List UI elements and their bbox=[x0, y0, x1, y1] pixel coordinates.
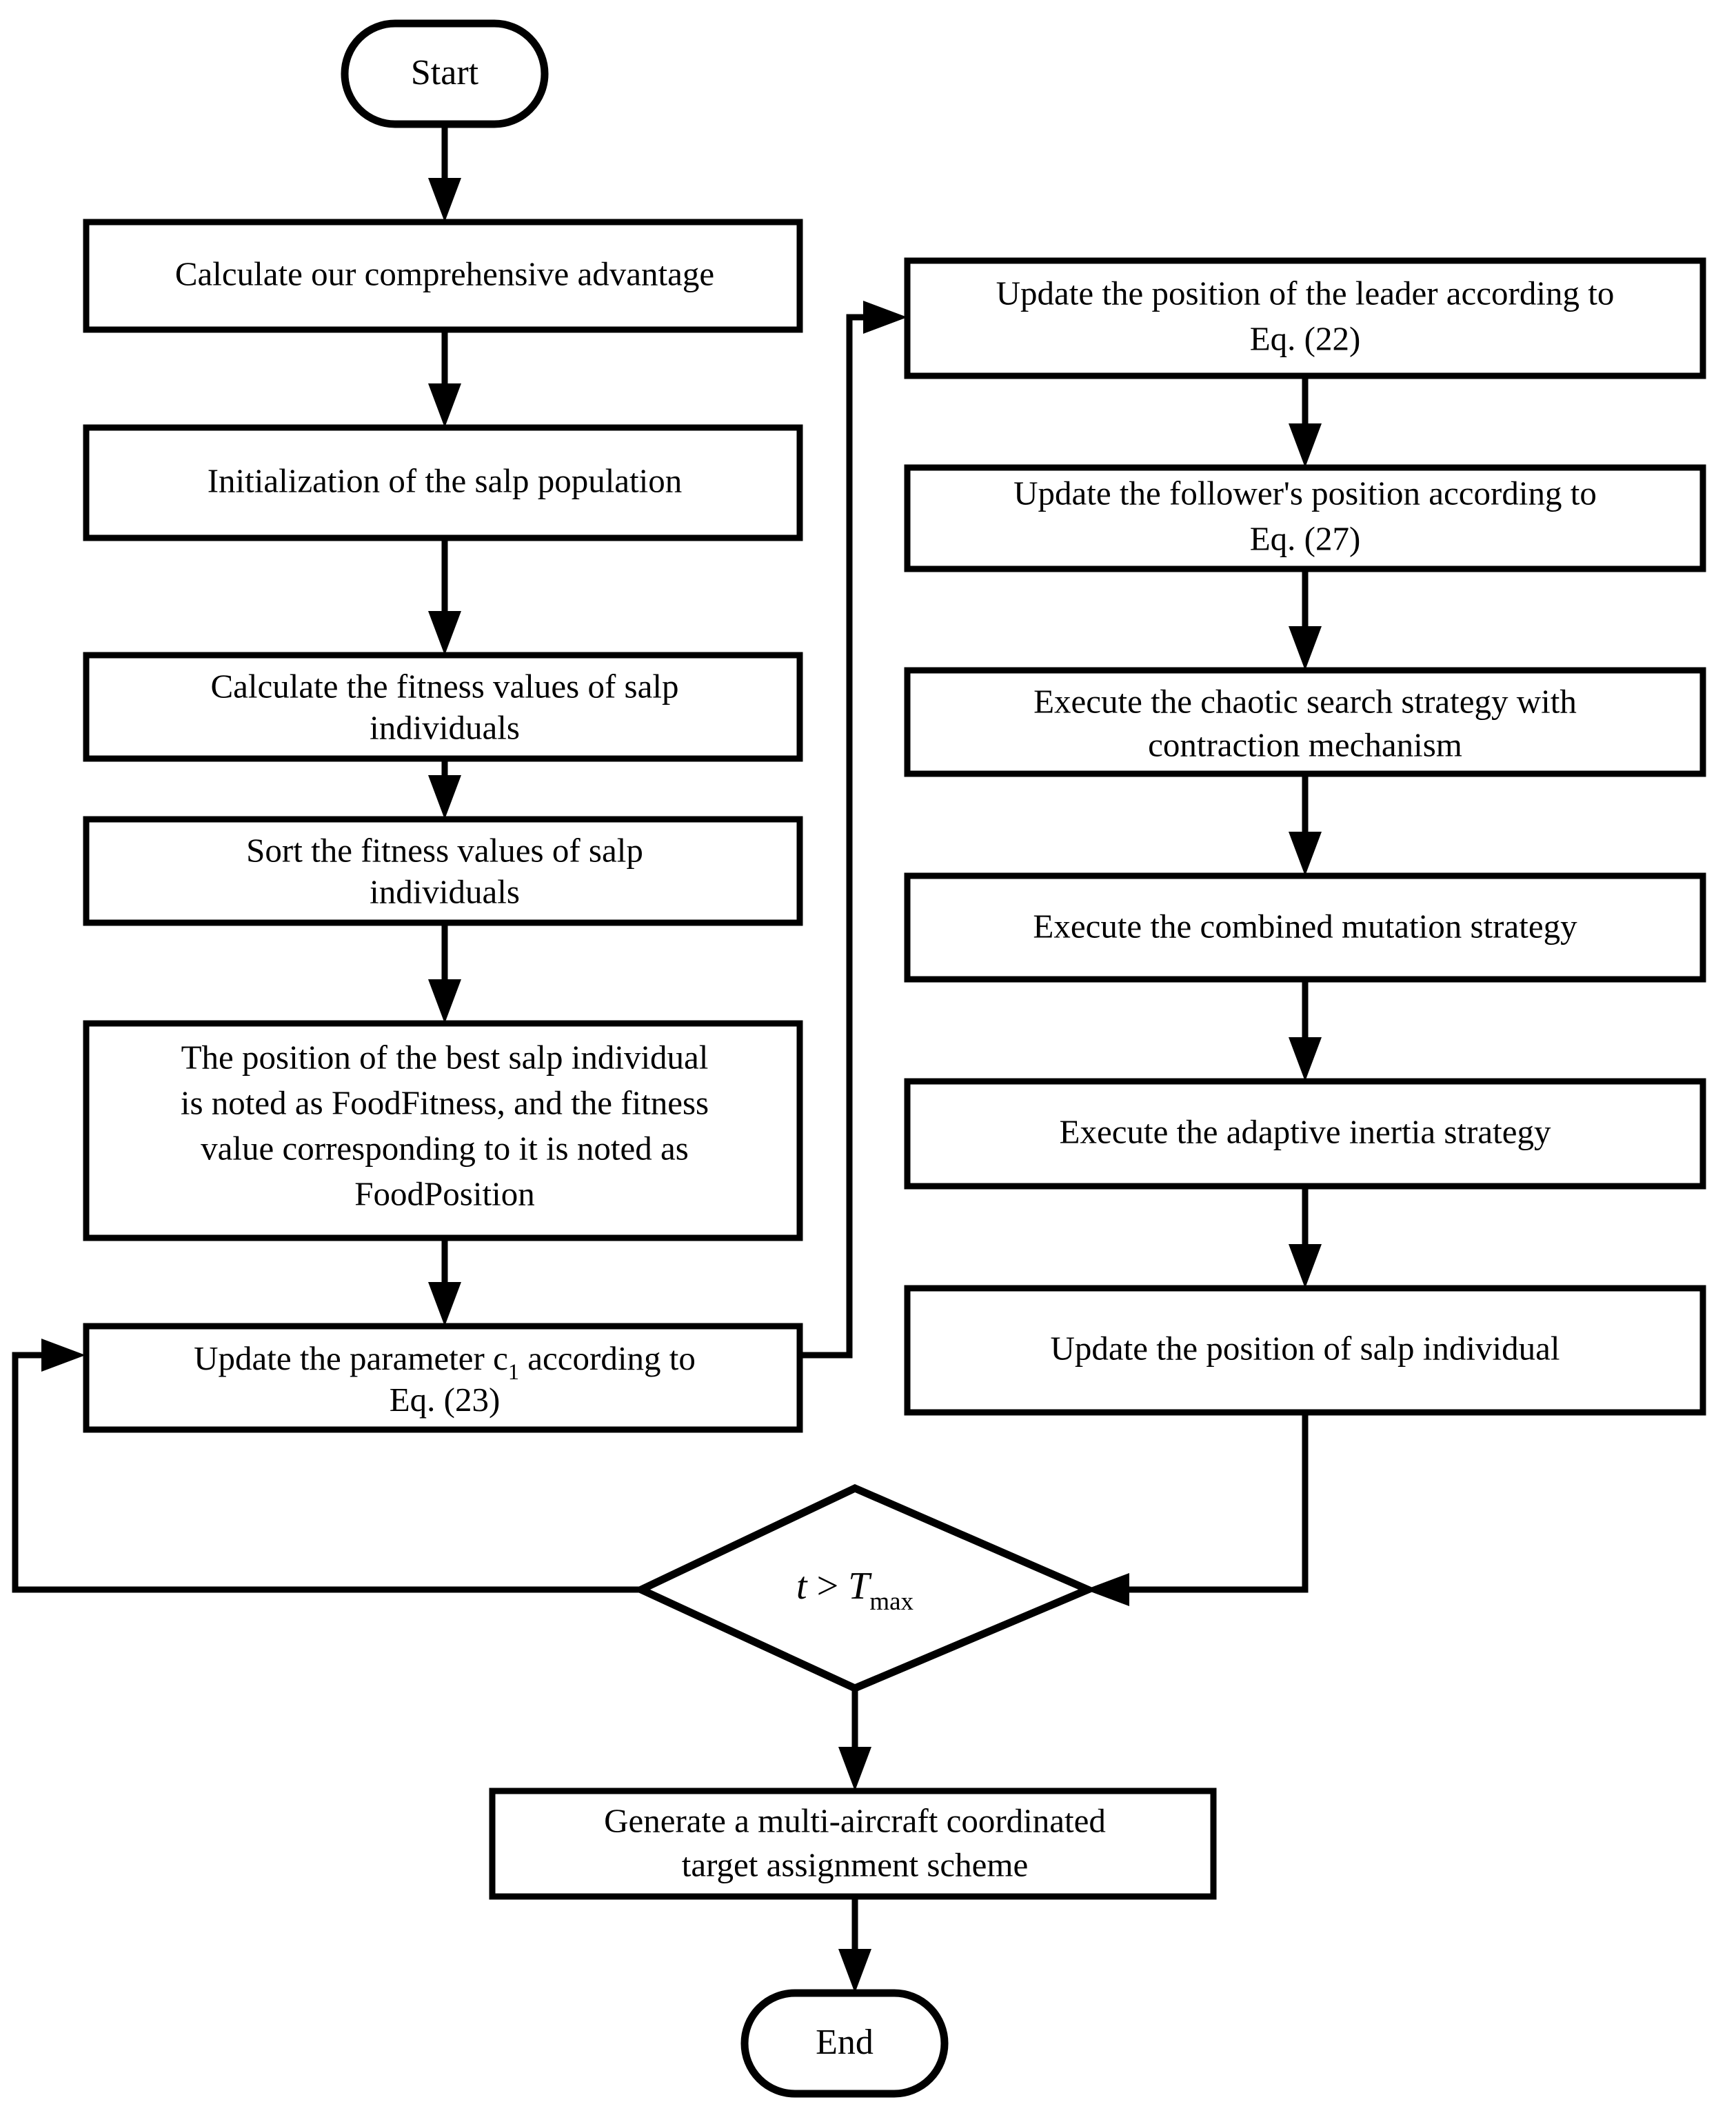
node-update-salp-individual-position-line-1: Update the position of salp individual bbox=[1051, 1329, 1560, 1367]
node-update-parameter-c1-line-1: Update the parameter c1 according to bbox=[194, 1339, 696, 1384]
node-start[interactable]: Start bbox=[341, 19, 549, 128]
node-initialization-salp-population[interactable]: Initialization of the salp population bbox=[83, 424, 803, 541]
node-calculate-fitness-values-line-2: individuals bbox=[370, 708, 520, 746]
edge-generate-scheme-to-end bbox=[838, 1896, 871, 1993]
node-chaotic-search-strategy-line-2: contraction mechanism bbox=[1148, 725, 1462, 763]
node-adaptive-inertia-strategy[interactable]: Execute the adaptive inertia strategy bbox=[904, 1078, 1706, 1190]
edge-update-follower-to-chaotic-search bbox=[1289, 569, 1322, 670]
edge-init-population-to-calc-fitness bbox=[428, 538, 461, 655]
edge-best-salp-to-update-c1 bbox=[428, 1238, 461, 1326]
node-combined-mutation-strategy[interactable]: Execute the combined mutation strategy bbox=[904, 872, 1706, 983]
edge-adaptive-inertia-to-update-salp bbox=[1289, 1186, 1322, 1288]
node-decision-t-greater-tmax[interactable]: t > Tmax bbox=[632, 1483, 1098, 1693]
node-best-salp-position-line-3: value corresponding to it is noted as bbox=[201, 1129, 689, 1167]
edge-calc-fitness-to-sort-fitness bbox=[428, 759, 461, 819]
node-generate-assignment-scheme-line-1: Generate a multi-aircraft coordinated bbox=[604, 1801, 1106, 1839]
node-best-salp-position[interactable]: The position of the best salp individual… bbox=[83, 1020, 803, 1241]
node-adaptive-inertia-strategy-line-1: Execute the adaptive inertia strategy bbox=[1060, 1112, 1551, 1150]
edge-sort-fitness-to-best-salp bbox=[428, 923, 461, 1023]
edges-layer bbox=[12, 124, 1322, 1993]
node-sort-fitness-values[interactable]: Sort the fitness values of salp individu… bbox=[83, 816, 803, 926]
node-update-leader-position-line-2: Eq. (22) bbox=[1250, 319, 1361, 357]
node-generate-assignment-scheme-line-2: target assignment scheme bbox=[682, 1845, 1029, 1883]
edge-chaotic-search-to-combined-mutation bbox=[1289, 774, 1322, 876]
edge-update-leader-to-update-follower bbox=[1289, 376, 1322, 468]
node-initialization-salp-population-line-1: Initialization of the salp population bbox=[208, 461, 683, 499]
node-update-leader-position-line-1: Update the position of the leader accord… bbox=[996, 274, 1615, 312]
node-sort-fitness-values-line-2: individuals bbox=[370, 872, 520, 910]
node-calculate-fitness-values-line-1: Calculate the fitness values of salp bbox=[211, 667, 679, 705]
node-start-label: Start bbox=[411, 53, 479, 92]
node-calculate-fitness-values[interactable]: Calculate the fitness values of salp ind… bbox=[83, 652, 803, 762]
node-calculate-comprehensive-advantage[interactable]: Calculate our comprehensive advantage bbox=[83, 219, 803, 333]
edge-start-to-calc-advantage bbox=[428, 124, 461, 222]
edge-calc-advantage-to-init-population bbox=[428, 330, 461, 428]
edge-decision-yes-to-generate-scheme bbox=[838, 1688, 871, 1791]
node-update-follower-position-line-1: Update the follower's position according… bbox=[1013, 474, 1597, 512]
node-update-parameter-c1-line-2: Eq. (23) bbox=[390, 1381, 501, 1419]
node-generate-assignment-scheme[interactable]: Generate a multi-aircraft coordinated ta… bbox=[489, 1788, 1217, 1900]
node-best-salp-position-line-4: FoodPosition bbox=[354, 1174, 534, 1212]
node-end-label: End bbox=[816, 2023, 874, 2062]
node-update-parameter-c1[interactable]: Update the parameter c1 according to Eq.… bbox=[83, 1323, 803, 1433]
edge-update-c1-to-update-leader bbox=[800, 301, 907, 1359]
node-decision-condition-label: t > Tmax bbox=[796, 1565, 914, 1615]
node-update-salp-individual-position[interactable]: Update the position of salp individual bbox=[904, 1285, 1706, 1416]
node-calculate-comprehensive-advantage-line-1: Calculate our comprehensive advantage bbox=[175, 254, 714, 292]
node-end[interactable]: End bbox=[740, 1989, 949, 2098]
edge-update-salp-to-decision bbox=[1085, 1412, 1309, 1606]
node-update-follower-position[interactable]: Update the follower's position according… bbox=[904, 464, 1706, 572]
node-update-follower-position-line-2: Eq. (27) bbox=[1250, 519, 1361, 557]
node-chaotic-search-strategy-line-1: Execute the chaotic search strategy with bbox=[1033, 682, 1577, 720]
node-best-salp-position-line-1: The position of the best salp individual bbox=[181, 1038, 709, 1076]
node-sort-fitness-values-line-1: Sort the fitness values of salp bbox=[246, 831, 643, 869]
edge-combined-mutation-to-adaptive-inertia bbox=[1289, 979, 1322, 1081]
node-best-salp-position-line-2: is noted as FoodFitness, and the fitness bbox=[181, 1083, 709, 1121]
node-chaotic-search-strategy[interactable]: Execute the chaotic search strategy with… bbox=[904, 667, 1706, 777]
edge-decision-no-to-update-c1 bbox=[12, 1339, 641, 1593]
node-combined-mutation-strategy-line-1: Execute the combined mutation strategy bbox=[1033, 907, 1577, 945]
node-update-leader-position[interactable]: Update the position of the leader accord… bbox=[904, 257, 1706, 379]
